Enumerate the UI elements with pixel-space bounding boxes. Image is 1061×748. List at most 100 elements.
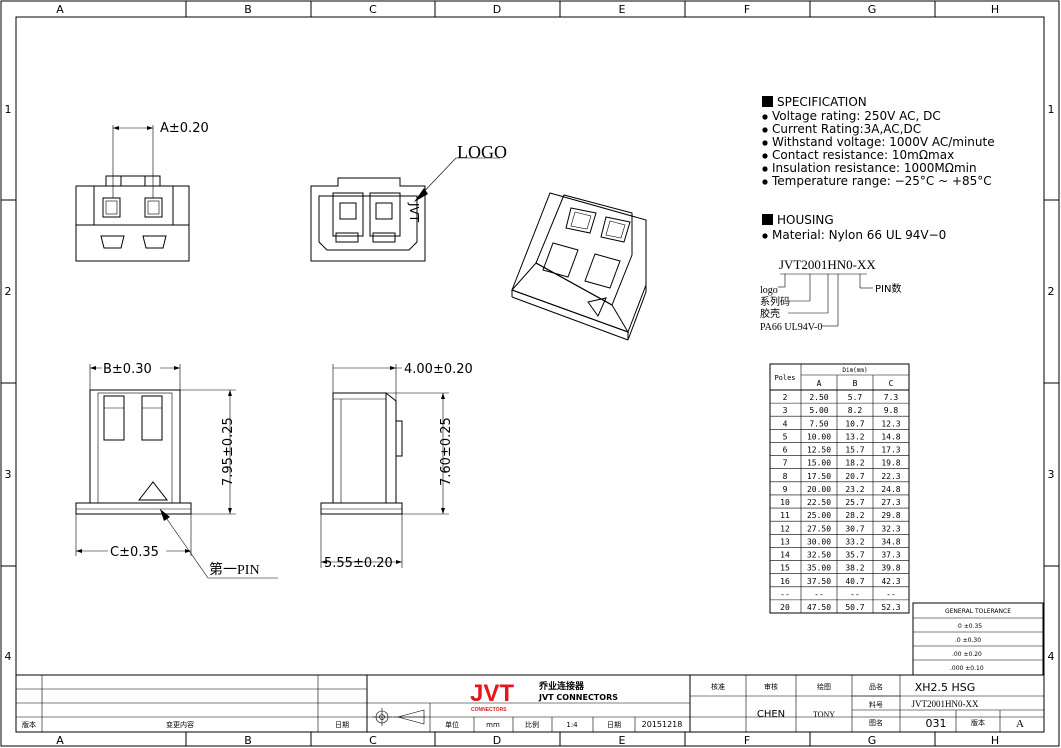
table-cell: 14.8 xyxy=(881,432,900,441)
reviewer-name: CHEN xyxy=(757,709,785,720)
table-cell: 7.3 xyxy=(884,393,899,402)
scale-value: 1:4 xyxy=(566,721,578,729)
col-label-bottom: G xyxy=(868,734,877,747)
table-cell-poles: 13 xyxy=(780,537,790,546)
table-cell: 23.2 xyxy=(845,485,864,494)
company-logo: JVT 乔业连接器 JVT CONNECTORS CONNECTORS xyxy=(470,680,618,713)
tolerance-row: .000 ±0.10 xyxy=(950,665,984,672)
part-code-logo: logo xyxy=(760,285,778,296)
table-cell: 35.7 xyxy=(845,551,864,560)
dim-depth-label: 4.00±0.20 xyxy=(404,362,473,377)
table-cell: 39.8 xyxy=(881,564,900,573)
draw-label: 绘图 xyxy=(817,682,831,691)
drawing-no-label: 图名 xyxy=(869,718,883,727)
product-name-label: 品名 xyxy=(869,682,883,691)
housing-item: Material: Nylon 66 UL 94V−0 xyxy=(772,228,946,242)
dim-width-side: 5.55±0.20 xyxy=(324,556,393,571)
revision-label: 版本 xyxy=(22,720,36,729)
dim-header: Dim(mm) xyxy=(842,367,867,374)
dim-b-label: B±0.30 xyxy=(103,362,152,377)
tolerance-row: .00 ±0.20 xyxy=(952,651,982,658)
part-code-pin: PIN数 xyxy=(875,282,901,295)
table-cell: 5.7 xyxy=(848,393,863,402)
table-cell: 10.7 xyxy=(845,419,864,428)
version-value: A xyxy=(1016,718,1024,730)
col-label-bottom: E xyxy=(619,734,626,747)
tolerance-row: 0 ±0.35 xyxy=(958,623,982,630)
table-cell: 19.8 xyxy=(881,459,900,468)
col-label-bottom: A xyxy=(56,734,64,747)
drawer-name: TONY xyxy=(813,710,835,719)
table-cell: 32.3 xyxy=(881,524,900,533)
row-label-right: 4 xyxy=(1048,650,1055,663)
date2-value: 20151218 xyxy=(642,720,683,729)
approve-label: 核准 xyxy=(711,682,725,691)
title-block: 版本 变更内容 日期 单位 mm 比例 1:4 日期 20151218 核准 审… xyxy=(16,674,1044,732)
dim-height-side: 7.60±0.25 xyxy=(439,417,454,486)
drawing-no: 031 xyxy=(926,717,947,730)
table-cell-poles: 20 xyxy=(780,603,790,612)
table-cell-poles: 6 xyxy=(783,446,788,455)
date-label: 日期 xyxy=(335,721,349,729)
specification-block: SPECIFICATION Voltage rating: 250V AC, D… xyxy=(762,95,995,242)
front-elevation-view: B±0.30 7.95±0.25 C±0.35 第一PIN xyxy=(75,360,278,579)
table-cell-poles: 16 xyxy=(780,577,790,586)
row-label-left: 3 xyxy=(5,468,12,481)
spec-item: Temperature range: −25°C ~ +85°C xyxy=(771,174,992,188)
table-cell: 42.3 xyxy=(881,577,900,586)
part-code-material: PA66 UL94V-0 xyxy=(760,322,822,333)
dim-height-front: 7.95±0.25 xyxy=(221,417,236,486)
table-cell: 9.8 xyxy=(884,406,899,415)
col-label-top: A xyxy=(56,3,64,16)
row-label-right: 3 xyxy=(1048,468,1055,481)
table-cell-poles: -- xyxy=(780,590,790,599)
table-cell: 28.2 xyxy=(845,511,864,520)
isometric-view xyxy=(511,192,647,341)
logo-mark: JVT xyxy=(407,202,421,223)
table-cell-poles: 10 xyxy=(780,498,790,507)
col-label-bottom: F xyxy=(744,734,750,747)
housing-bullet-square xyxy=(762,214,773,225)
general-tolerance-block: GENERAL TOLERANCE 0 ±0.35 .0 ±0.30 .00 ±… xyxy=(912,602,1044,676)
table-cell: 20.00 xyxy=(807,485,831,494)
table-cell: 30.7 xyxy=(845,524,864,533)
projection-symbol xyxy=(372,708,426,726)
col-label-top: E xyxy=(619,3,626,16)
product-name: XH2.5 HSG xyxy=(915,681,976,694)
table-cell-poles: 8 xyxy=(783,472,788,481)
review-label: 审核 xyxy=(764,682,778,691)
table-cell: 38.2 xyxy=(845,564,864,573)
table-cell-poles: 2 xyxy=(783,393,788,402)
company-name-cn: 乔业连接器 xyxy=(538,680,585,692)
spec-bullet-square xyxy=(762,96,773,107)
row-label-right: 2 xyxy=(1048,285,1055,298)
spec-item: Contact resistance: 10mΩmax xyxy=(772,148,954,162)
part-code-series: 系列码 xyxy=(760,295,790,308)
col-label-bottom: D xyxy=(493,734,501,747)
part-code-legend: JVT2001HN0-XX logo 系列码 胶壳 PA66 UL94V-0 P… xyxy=(760,257,901,333)
part-no: JVT2001HN0-XX xyxy=(912,699,979,709)
table-cell: 2.50 xyxy=(809,393,828,402)
col-label-top: G xyxy=(868,3,877,16)
table-cell: 10.00 xyxy=(807,432,831,441)
col-header-b: B xyxy=(853,379,858,388)
version-label: 版本 xyxy=(971,718,985,727)
spec-item: Current Rating:3A,AC,DC xyxy=(772,122,921,136)
spec-item: Insulation resistance: 1000MΩmin xyxy=(772,161,977,175)
table-cell: 13.2 xyxy=(845,432,864,441)
spec-title: SPECIFICATION xyxy=(777,95,867,109)
col-label-bottom: B xyxy=(244,734,252,747)
col-label-bottom: C xyxy=(369,734,377,747)
table-cell: 22.3 xyxy=(881,472,900,481)
col-header-a: A xyxy=(817,379,822,388)
table-cell: 15.7 xyxy=(845,446,864,455)
table-cell: 29.8 xyxy=(881,511,900,520)
col-label-top: C xyxy=(369,3,377,16)
table-cell: 47.50 xyxy=(807,603,831,612)
front-view-top: A±0.20 xyxy=(75,121,209,262)
table-cell: 8.2 xyxy=(848,406,863,415)
table-cell-poles: 3 xyxy=(783,406,788,415)
